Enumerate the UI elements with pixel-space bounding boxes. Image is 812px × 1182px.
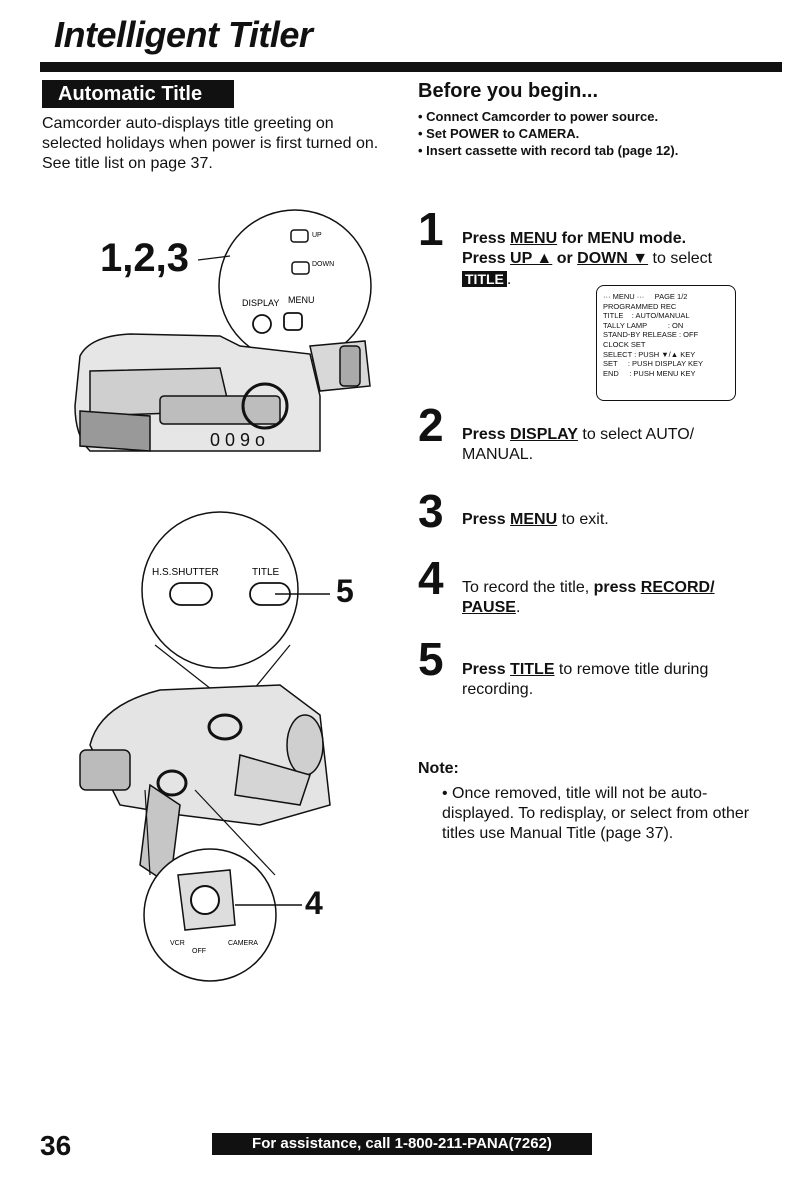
up-button-icon (290, 229, 309, 243)
camera-label: CAMERA (228, 940, 258, 947)
camcorder-body-icon (79, 684, 331, 887)
callout-1-2-3: 1,2,3 (100, 236, 189, 280)
camcorder-controls-illustration: UP DOWN DISPLAY MENU 0 0 9 o (74, 209, 372, 452)
step-2-text: Press DISPLAY to select AUTO/ MANUAL. (462, 426, 695, 463)
menu-line: END : PUSH MENU KEY (603, 368, 696, 378)
down-button-icon (291, 261, 310, 275)
section-heading-automatic-title: Automatic Title (42, 80, 234, 108)
title-rule (40, 62, 782, 72)
step-number: 3 (418, 485, 444, 537)
before-you-begin-heading: Before you begin... (418, 80, 599, 102)
list-item: Connect Camcorder to power source. (418, 108, 788, 125)
menu-button-icon (283, 312, 303, 331)
list-item: Set POWER to CAMERA. (418, 125, 788, 142)
note-label: Note: (418, 760, 459, 777)
title-label: TITLE (252, 567, 280, 578)
step-1-text: Press MENU for MENU mode. Press UP ▲ or … (462, 230, 713, 288)
step-3-text: Press MENU to exit. (462, 511, 609, 528)
step-number: 5 (418, 633, 444, 685)
shutter-label: H.S.SHUTTER (152, 567, 219, 578)
step-4-text: To record the title, press RECORD/ PAUSE… (462, 579, 715, 616)
menu-line: TITLE : AUTO/MANUAL (603, 311, 690, 321)
callout-5: 5 (336, 573, 354, 609)
camcorder-body-icon: 0 0 9 o (74, 333, 371, 452)
down-label: DOWN (312, 261, 334, 268)
page-number: 36 (40, 1130, 72, 1161)
title-badge: TITLE (462, 271, 507, 287)
note-text: • Once removed, title will not be auto-d… (442, 785, 750, 842)
menu-line: ··· MENU ··· PAGE 1/2 (603, 292, 688, 301)
step-number: 2 (418, 399, 444, 451)
vcr-label: VCR (170, 940, 185, 947)
assistance-bar: For assistance, call 1-800-211-PANA(7262… (212, 1133, 592, 1155)
display-label: DISPLAY (242, 298, 279, 308)
off-label: OFF (192, 948, 206, 955)
magnifier-circle (141, 511, 299, 669)
step-number: 4 (418, 552, 444, 604)
page-title: Intelligent Titler (54, 14, 313, 55)
display-button-icon (252, 314, 272, 334)
menu-line: SELECT : PUSH ▼/▲ KEY (603, 349, 696, 359)
up-label: UP (312, 232, 322, 239)
automatic-title-description: Camcorder auto-displays title greeting o… (42, 115, 379, 172)
menu-label: MENU (288, 295, 315, 305)
camcorder-title-illustration: H.S.SHUTTER TITLE VCR OFF CAMERA (79, 511, 331, 982)
step-5-text: Press TITLE to remove title during recor… (462, 661, 709, 698)
before-you-begin-list: Connect Camcorder to power source. Set P… (418, 108, 788, 159)
menu-line: SET : PUSH DISPLAY KEY (603, 359, 704, 369)
menu-line: PROGRAMMED REC (603, 301, 677, 311)
menu-line: STAND-BY RELEASE : OFF (603, 330, 699, 340)
svg-text:0 0 9 o: 0 0 9 o (210, 430, 265, 450)
callout-4: 4 (305, 885, 323, 921)
magnifier-circle (218, 209, 372, 363)
step-number: 1 (418, 203, 444, 255)
list-item: Insert cassette with record tab (page 12… (418, 142, 788, 159)
menu-line: TALLY LAMP : ON (603, 320, 684, 330)
menu-line: CLOCK SET (603, 339, 646, 349)
shutter-button-icon (169, 582, 213, 606)
menu-screen: ··· MENU ··· PAGE 1/2 PROGRAMMED REC TIT… (596, 285, 736, 401)
